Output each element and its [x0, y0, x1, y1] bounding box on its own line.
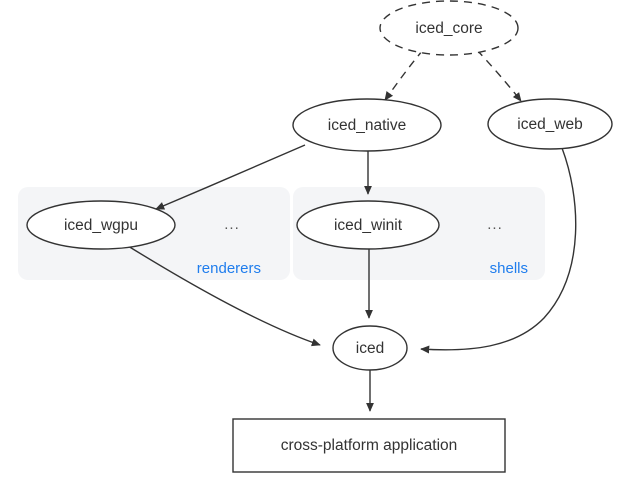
node-application-shape[interactable]: [232, 418, 506, 473]
node-iced-web-label: iced_web: [517, 116, 583, 133]
cluster-renderers-ellipsis: ...: [224, 216, 240, 233]
node-iced-native-shape[interactable]: [292, 98, 442, 152]
cluster-shells-ellipsis: ...: [487, 216, 503, 233]
edge-iced-web-to-iced: [420, 147, 577, 354]
node-iced-label: iced: [356, 340, 384, 357]
node-iced-shape[interactable]: [332, 325, 408, 371]
node-iced-wgpu[interactable]: iced_wgpu: [26, 200, 176, 250]
node-iced-winit-shape[interactable]: [296, 200, 440, 250]
edge-iced-core-to-iced-web: [476, 49, 522, 102]
node-iced-web[interactable]: iced_web: [487, 98, 613, 150]
cluster-shells-label: shells: [490, 260, 528, 277]
node-iced-native[interactable]: iced_native: [292, 98, 442, 152]
node-iced[interactable]: iced: [332, 325, 408, 371]
node-iced-core-label: iced_core: [415, 20, 482, 37]
node-iced-web-shape[interactable]: [487, 98, 613, 150]
node-iced-winit[interactable]: iced_winit: [296, 200, 440, 250]
edge-layer: [127, 49, 577, 412]
cluster-renderers-label: renderers: [197, 260, 261, 277]
node-iced-core-shape[interactable]: [379, 0, 519, 56]
node-iced-wgpu-label: iced_wgpu: [64, 217, 138, 234]
node-cross-platform-application[interactable]: cross-platform application: [232, 418, 506, 473]
node-application-label: cross-platform application: [281, 437, 458, 454]
node-iced-native-label: iced_native: [328, 117, 406, 134]
node-iced-wgpu-shape[interactable]: [26, 200, 176, 250]
edge-iced-wgpu-to-iced: [127, 245, 321, 347]
edge-iced-native-to-iced-wgpu: [155, 144, 306, 210]
edge-iced-core-to-iced-native: [384, 49, 424, 101]
node-iced-winit-label: iced_winit: [334, 217, 403, 234]
node-iced-core[interactable]: iced_core: [379, 0, 519, 56]
